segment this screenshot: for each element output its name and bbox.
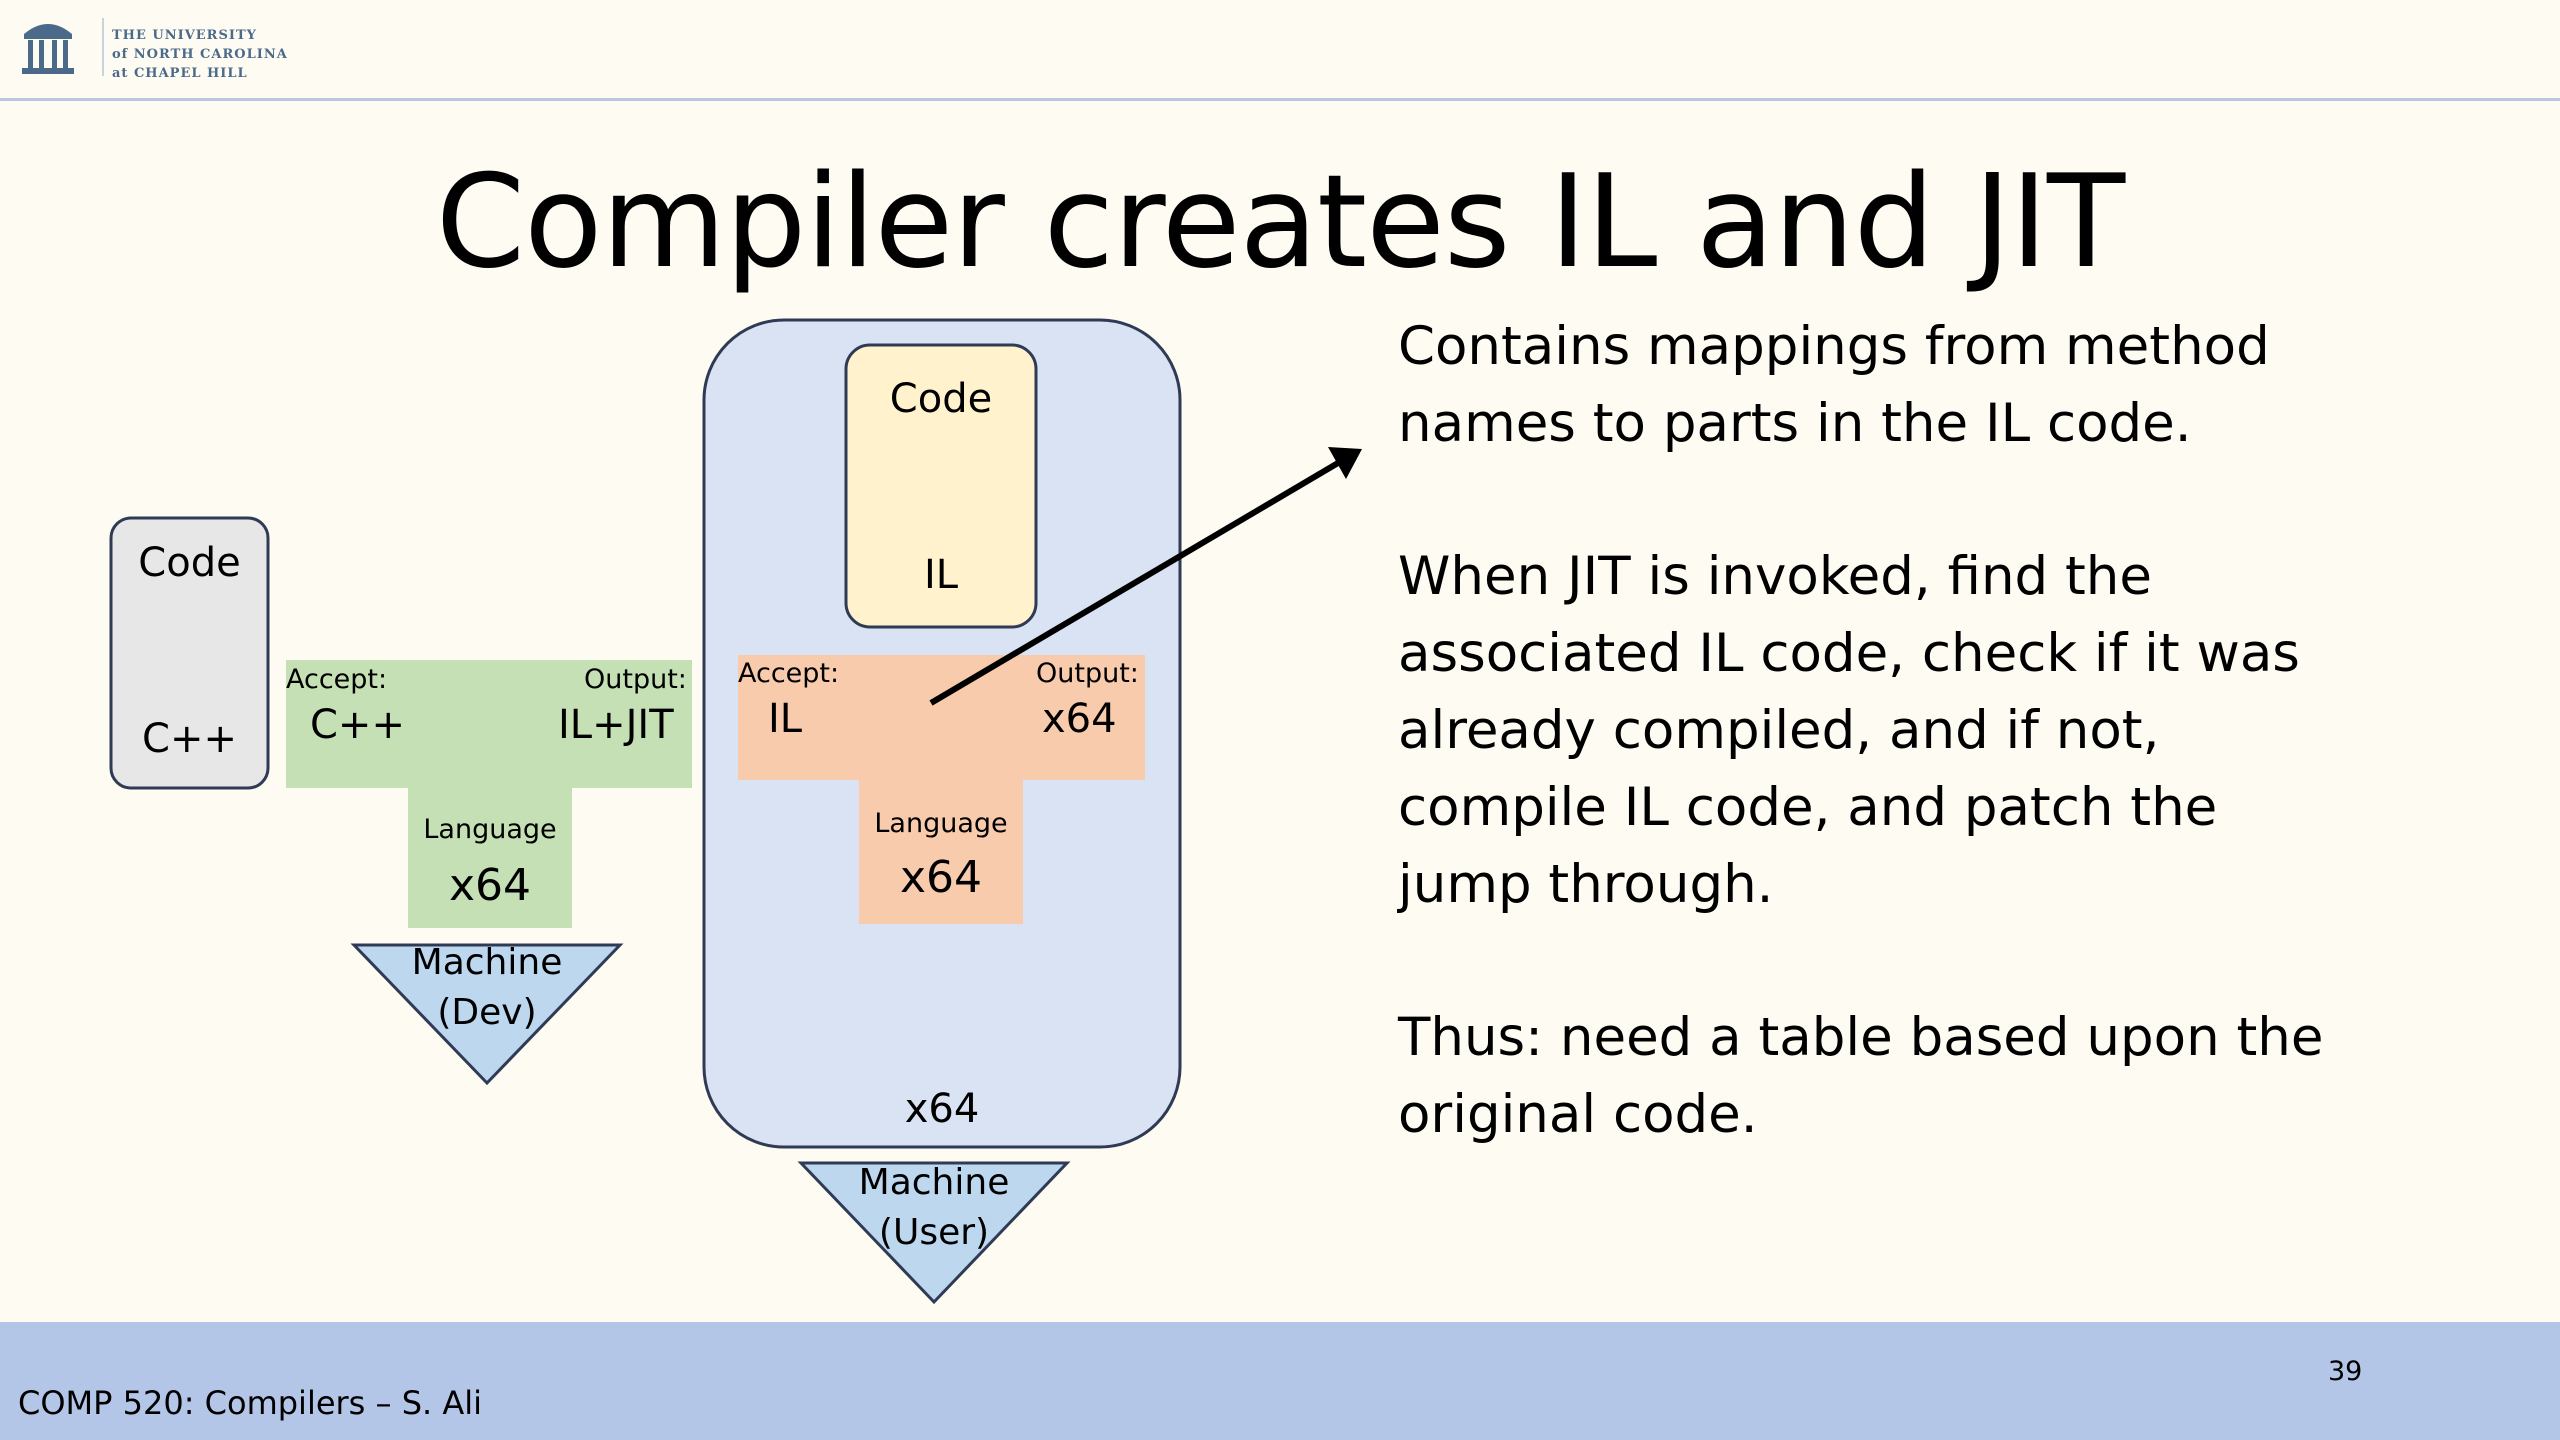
explanation-line: Contains mappings from method [1398,316,2270,377]
logo-line-2: of NORTH CAROLINA [112,47,288,62]
user-code-language: IL [923,552,959,598]
dev-output-label: Output: [584,664,687,695]
explanation-line: jump through. [1398,854,1774,915]
footer-course: COMP 520: Compilers – S. Ali [18,1384,483,1422]
explanation-paragraph-3: Thus: need a table based upon the origin… [1398,999,2323,1153]
user-output-label: Output: [1036,658,1139,689]
slide-title: Compiler creates IL and JIT [435,148,2125,297]
user-language-value: x64 [899,852,983,903]
logo-wordmark: THE UNIVERSITY of NORTH CAROLINA at CHAP… [112,26,288,83]
dev-machine-label: Machine [411,942,563,983]
university-logo [18,14,293,90]
dev-machine-triangle [350,943,624,1086]
explanation-line: names to parts in the IL code. [1398,393,2192,454]
mapping-arrow-head [1328,447,1362,479]
user-jit-block [738,655,1145,924]
logo-line-3: at CHAPEL HILL [112,66,248,81]
explanation-line: compile IL code, and patch the [1398,777,2218,838]
explanation-paragraph-1: Contains mappings from method names to p… [1398,308,2270,462]
explanation-paragraph-2: When JIT is invoked, find the associated… [1398,538,2300,923]
logo-line-1: THE UNIVERSITY [112,28,257,43]
dev-language-value: x64 [448,860,532,911]
logo-divider [102,18,104,76]
footer-band [0,1322,2560,1440]
user-machine-label: Machine [858,1162,1010,1203]
dev-output-value: IL+JIT [558,702,674,748]
dev-accept-label: Accept: [286,664,388,695]
user-accept-label: Accept: [738,658,840,689]
explanation-line: original code. [1398,1084,1758,1145]
explanation-line: already compiled, and if not, [1398,700,2160,761]
user-machine-triangle [797,1161,1071,1305]
explanation-line: associated IL code, check if it was [1398,623,2300,684]
explanation-line: Thus: need a table based upon the [1398,1007,2324,1068]
dev-language-label: Language [423,814,557,845]
dev-code-language: C++ [142,716,237,762]
user-code-box [844,343,1038,629]
dev-machine-qualifier: (Dev) [437,992,537,1033]
slide-number: 39 [2328,1356,2363,1387]
dev-code-label: Code [138,540,241,586]
dev-accept-value: C++ [310,702,405,748]
explanation-line: When JIT is invoked, find the [1398,546,2153,607]
mapping-arrow [929,460,1340,706]
dev-compiler-block [286,660,692,928]
user-machine-qualifier: (User) [878,1212,990,1253]
user-accept-value: IL [768,696,803,742]
old-well-icon [22,24,74,74]
dev-code-box [109,516,270,790]
user-output-value: x64 [1042,696,1117,742]
user-language-label: Language [874,808,1008,839]
user-container-label: x64 [904,1086,980,1132]
header-rule [0,98,2560,101]
user-code-label: Code [889,376,993,422]
